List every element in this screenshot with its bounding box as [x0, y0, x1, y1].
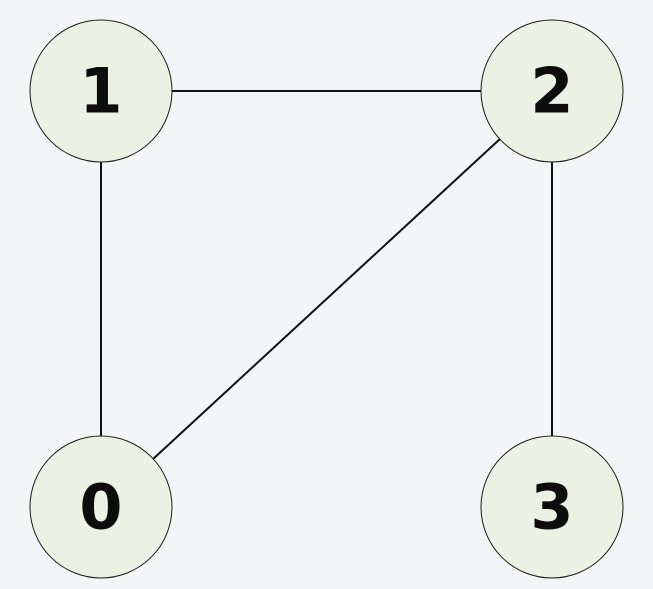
node-circle: [29, 435, 173, 579]
node-label: 2: [530, 55, 573, 128]
node-circle: [29, 19, 173, 163]
node-2: 2: [480, 19, 624, 163]
node-3: 3: [480, 435, 624, 579]
node-label: 0: [79, 471, 122, 544]
node-0: 0: [29, 435, 173, 579]
node-circle: [480, 435, 624, 579]
node-1: 1: [29, 19, 173, 163]
node-label: 3: [530, 471, 573, 544]
nodes-layer: 0 1 2 3: [29, 19, 624, 579]
edges-layer: [100, 90, 553, 460]
node-label: 1: [79, 55, 122, 128]
edge-2-0: [152, 138, 501, 460]
node-circle: [480, 19, 624, 163]
